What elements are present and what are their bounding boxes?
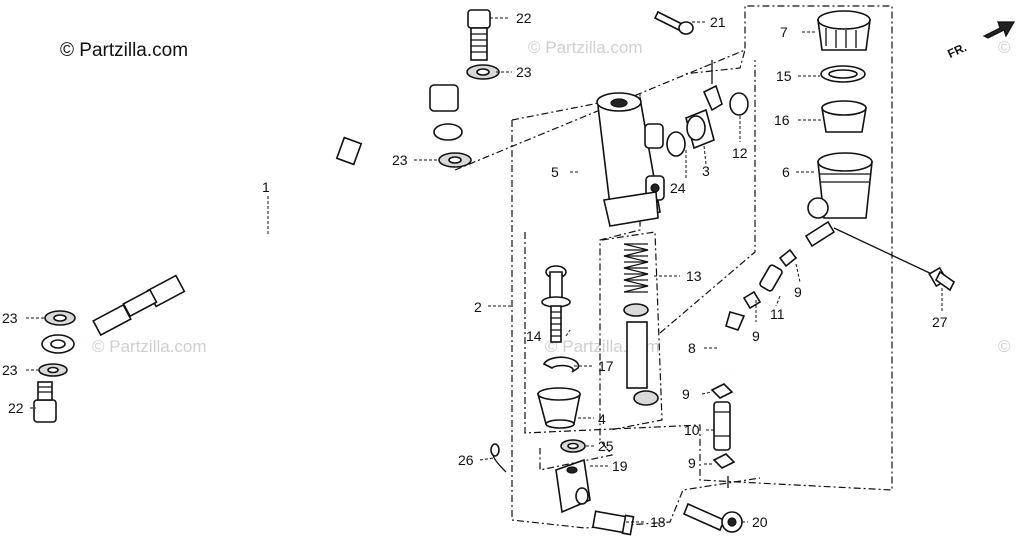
hose-connector	[759, 264, 783, 292]
joint-pin	[591, 510, 635, 536]
callout-17: 17	[598, 358, 614, 374]
callout-9-c: 9	[682, 386, 690, 402]
circlip	[729, 92, 749, 116]
callout-26: 26	[458, 452, 474, 468]
lock-nut	[560, 439, 586, 453]
callout-18: 18	[650, 514, 666, 530]
callout-14: 14	[526, 328, 542, 344]
push-rod-joint	[555, 458, 591, 514]
banjo-bolt-lower	[33, 381, 57, 423]
callout-20: 20	[752, 514, 768, 530]
callout-4: 4	[598, 411, 606, 427]
callout-9-d: 9	[688, 455, 696, 471]
clevis	[682, 502, 743, 533]
reservoir-hose-elbow	[714, 311, 746, 375]
watermark-top: © Partzilla.com	[528, 38, 643, 57]
callout-9-b: 9	[752, 328, 760, 344]
push-rod-circlip	[542, 356, 580, 373]
callout-12: 12	[732, 145, 748, 161]
callout-23-top: 23	[516, 64, 532, 80]
reservoir-tank	[804, 152, 873, 248]
callout-23-left-a: 23	[2, 310, 18, 326]
callout-23-mid: 23	[392, 152, 408, 168]
diaphragm	[821, 100, 867, 133]
callout-10: 10	[684, 422, 700, 438]
callout-8: 8	[688, 340, 696, 356]
callout-6: 6	[782, 164, 790, 180]
reservoir-cap	[817, 10, 871, 51]
master-cylinder-body	[596, 92, 665, 227]
callout-25: 25	[598, 438, 614, 454]
rubber-boot	[536, 387, 581, 429]
callout-3: 3	[702, 163, 710, 179]
sealing-washers	[38, 64, 500, 377]
callout-7: 7	[780, 24, 788, 40]
callout-1: 1	[262, 179, 270, 195]
callout-24: 24	[670, 180, 686, 196]
banjo-bolt-upper	[467, 9, 491, 61]
hose-clips	[710, 248, 798, 488]
cotter-pin	[490, 443, 507, 473]
callout-9-a: 9	[794, 284, 802, 300]
callout-22-top: 22	[516, 10, 532, 26]
callout-22-bottom: 22	[8, 400, 24, 416]
hose-joint	[685, 60, 723, 150]
copyright-text: © Partzilla.com	[60, 40, 188, 61]
callout-19: 19	[612, 458, 628, 474]
callout-23-left-b: 23	[2, 362, 18, 378]
piston-assembly	[623, 303, 659, 406]
diaphragm-plate	[820, 65, 866, 83]
leader-lines	[26, 17, 943, 523]
push-rod	[541, 265, 571, 343]
watermark-edge-mid: ©	[998, 337, 1011, 356]
callout-27: 27	[932, 314, 948, 330]
reservoir-screw	[653, 10, 694, 35]
callout-21: 21	[710, 14, 726, 30]
callout-16: 16	[774, 112, 790, 128]
assembly-boundaries	[454, 5, 893, 529]
o-ring	[666, 131, 686, 157]
watermark-left: © Partzilla.com	[92, 337, 207, 356]
brake-hose	[41, 45, 463, 354]
return-spring	[623, 243, 649, 293]
reservoir-bolt	[833, 227, 956, 292]
callout-15: 15	[776, 68, 792, 84]
callout-13: 13	[686, 268, 702, 284]
callout-5: 5	[551, 164, 559, 180]
callout-labels: 1 2 3 4 5 6 7 8 9 9 9 9 10 11 12 13 14 1…	[2, 10, 948, 530]
callout-11: 11	[770, 306, 785, 322]
front-direction-label: FR.	[945, 40, 968, 61]
callout-2: 2	[474, 299, 482, 315]
hose-joint-connector	[713, 401, 731, 451]
watermark-edge-top: ©	[998, 38, 1011, 57]
